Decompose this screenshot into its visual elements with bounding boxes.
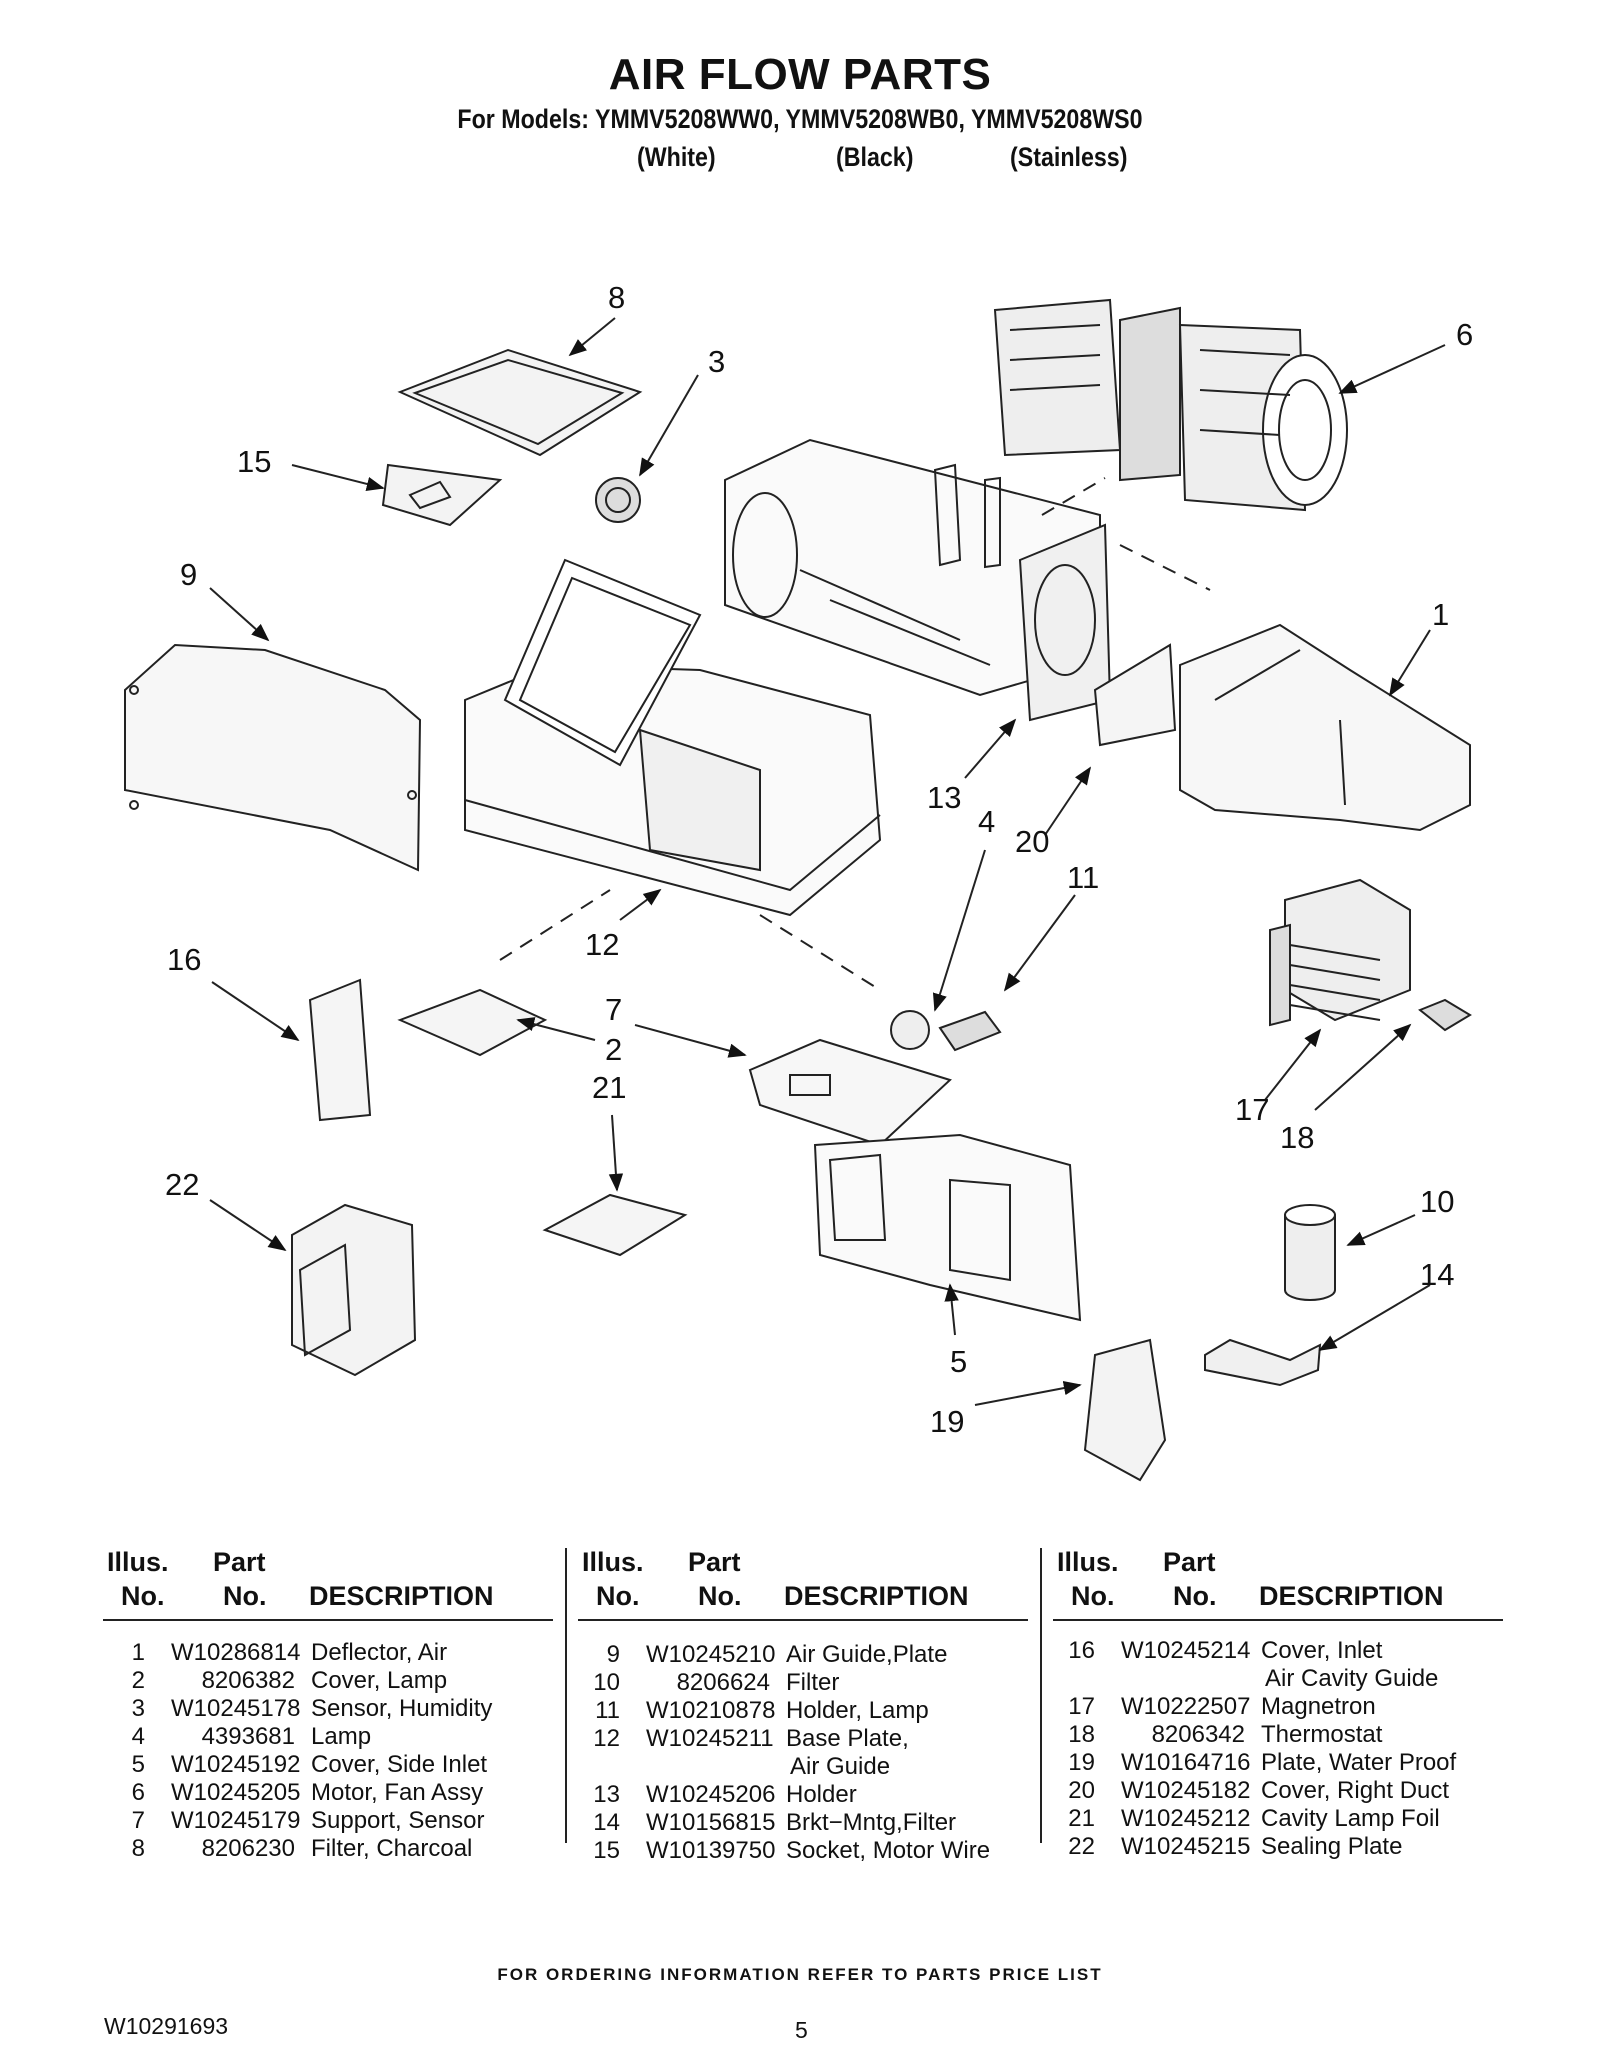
ordering-note: FOR ORDERING INFORMATION REFER TO PARTS … <box>497 1965 1103 1984</box>
column-divider-2 <box>1040 1548 1042 1843</box>
variant-black: (Black) <box>836 142 914 172</box>
variant-white: (White) <box>637 142 716 172</box>
cavity-lamp-foil-drawing <box>542 1193 688 1257</box>
callout-10: 10 <box>1420 1184 1454 1219</box>
callout-11: 11 <box>1067 860 1099 895</box>
page-title: AIR FLOW PARTS <box>608 50 992 99</box>
page-number: 5 <box>795 2017 808 2043</box>
callout-19: 19 <box>930 1404 964 1439</box>
callout-16: 16 <box>167 942 201 977</box>
variant-stainless: (Stainless) <box>1010 142 1128 172</box>
callout-9: 9 <box>180 557 197 592</box>
column-divider-1 <box>565 1548 567 1843</box>
callout-5: 5 <box>950 1344 967 1379</box>
callout-6: 6 <box>1456 317 1473 352</box>
sealing-plate-drawing <box>291 1203 417 1377</box>
water-proof-plate-drawing <box>1083 1338 1167 1482</box>
table-header: Illus. Part No. No. DESCRIPTION <box>578 1545 1028 1621</box>
lamp-holder-drawing <box>938 1010 1002 1052</box>
callout-22: 22 <box>165 1167 199 1202</box>
callout-4: 4 <box>978 804 995 839</box>
motor-wire-socket-drawing <box>381 463 503 527</box>
callout-18: 18 <box>1280 1120 1314 1155</box>
callout-17: 17 <box>1235 1092 1269 1127</box>
fan-motor-drawing <box>993 298 1348 512</box>
air-deflector-drawing <box>1179 623 1471 832</box>
sensor-support-drawing <box>748 1038 952 1147</box>
air-guide-frame-drawing <box>724 438 1112 722</box>
filter-capacitor-drawing <box>1284 1204 1336 1301</box>
model-list: For Models: YMMV5208WW0, YMMV5208WB0, YM… <box>457 104 1143 134</box>
humidity-sensor-drawing <box>595 477 641 523</box>
callout-15: 15 <box>237 444 271 479</box>
charcoal-filter-drawing <box>397 348 643 457</box>
callout-3: 3 <box>708 344 725 379</box>
callout-13: 13 <box>927 780 961 815</box>
document-number: W10291693 <box>104 2013 229 2039</box>
base-plate-drawing <box>464 558 882 917</box>
table-header: Illus. Part No. No. DESCRIPTION <box>1053 1545 1503 1621</box>
lamp-drawing <box>890 1010 930 1050</box>
callout-8: 8 <box>608 280 625 315</box>
callout-2: 2 <box>605 1032 622 1067</box>
callout-7: 7 <box>605 992 622 1027</box>
callout-20: 20 <box>1015 824 1049 859</box>
right-duct-cover-drawing <box>1093 643 1177 747</box>
callout-21: 21 <box>592 1070 626 1105</box>
magnetron-drawing <box>1269 878 1411 1027</box>
callout-14: 14 <box>1420 1257 1454 1292</box>
table-row: Air Cavity Guide <box>1265 1665 1439 1692</box>
inlet-cover-drawing <box>308 978 372 1122</box>
filter-bracket-drawing <box>1204 1338 1322 1387</box>
callout-1: 1 <box>1432 597 1449 632</box>
air-guide-plate-drawing <box>124 643 422 872</box>
table-header: Illus. Part No. No. DESCRIPTION <box>103 1545 553 1621</box>
callout-12: 12 <box>585 927 619 962</box>
side-inlet-cover-drawing <box>813 1133 1082 1322</box>
thermostat-drawing <box>1418 998 1472 1032</box>
table-row: Air Guide <box>790 1753 891 1780</box>
exploded-parts-diagram: 8 3 6 15 9 1 13 4 20 11 16 12 7 2 21 17 … <box>124 280 1473 1482</box>
lamp-cover-drawing <box>397 988 548 1057</box>
